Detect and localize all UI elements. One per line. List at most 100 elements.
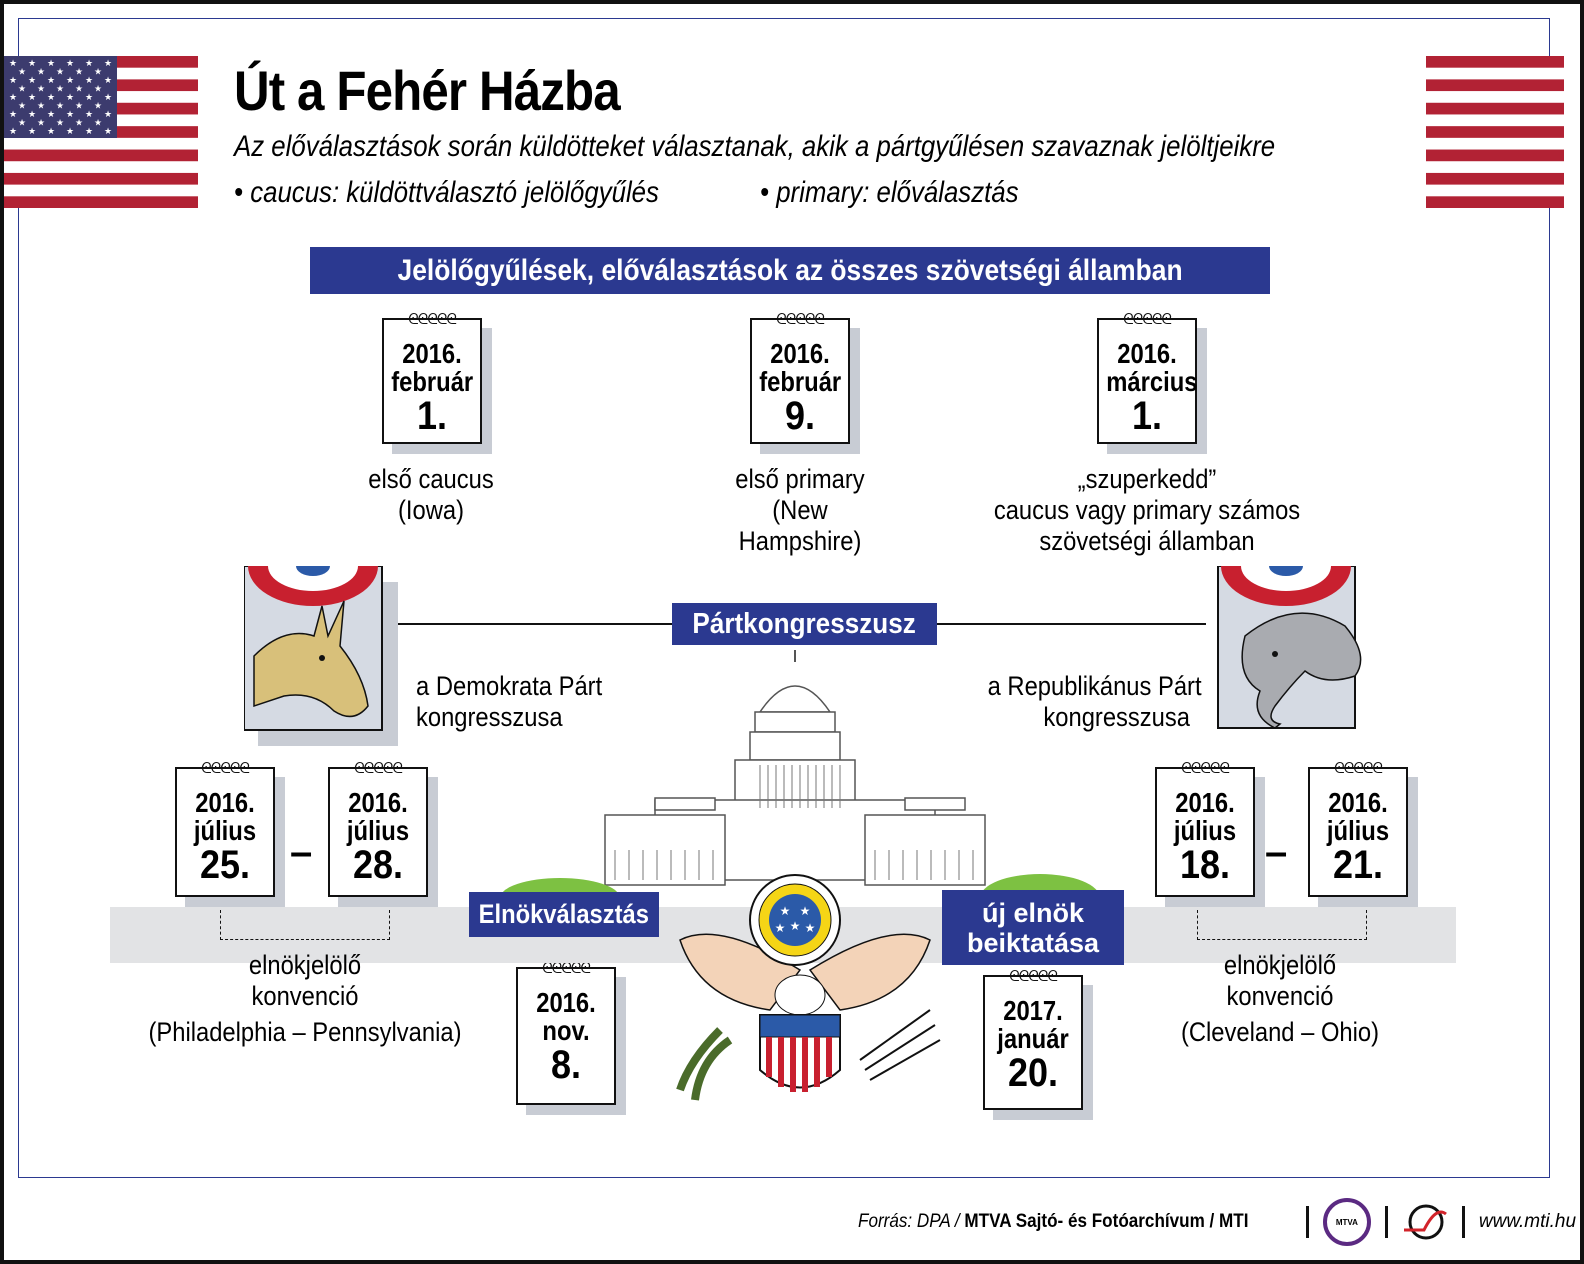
svg-text:★: ★ bbox=[47, 126, 55, 136]
svg-text:★: ★ bbox=[775, 921, 786, 935]
calendar-spiral-icon: ᘓᘓᘓᘓᘓ bbox=[408, 312, 457, 328]
svg-text:★: ★ bbox=[790, 919, 801, 933]
svg-text:★: ★ bbox=[47, 109, 55, 119]
svg-text:★: ★ bbox=[66, 109, 74, 119]
svg-text:★: ★ bbox=[75, 101, 83, 111]
calendar-day: 8. bbox=[550, 1043, 582, 1087]
svg-text:★: ★ bbox=[94, 118, 102, 128]
dem-convention-bracket bbox=[220, 910, 390, 940]
svg-text:★: ★ bbox=[104, 109, 112, 119]
svg-text:★: ★ bbox=[800, 904, 811, 918]
calendar-spiral-icon: ᘓᘓᘓᘓᘓ bbox=[776, 312, 825, 328]
calendar-month: nov. bbox=[542, 1015, 590, 1046]
svg-text:★: ★ bbox=[94, 84, 102, 94]
inner-frame bbox=[18, 18, 1550, 1178]
svg-text:★: ★ bbox=[47, 58, 55, 68]
svg-text:★: ★ bbox=[9, 109, 17, 119]
svg-text:★: ★ bbox=[9, 126, 17, 136]
calendar-spiral-icon: ᘓᘓᘓᘓᘓ bbox=[201, 761, 250, 777]
republican-elephant-icon bbox=[1217, 566, 1362, 729]
calendar-month: február bbox=[391, 366, 474, 397]
calendar-day: 20. bbox=[1007, 1051, 1059, 1095]
election-label: Elnökválasztás bbox=[469, 892, 659, 937]
svg-text:★: ★ bbox=[28, 92, 36, 102]
footer: Forrás: DPA / MTVA Sajtó- és Fotóarchívu… bbox=[858, 1198, 1576, 1246]
calendar-month: július bbox=[193, 815, 257, 846]
calendar-year: 2016. bbox=[1175, 787, 1235, 818]
svg-text:★: ★ bbox=[75, 84, 83, 94]
svg-text:★: ★ bbox=[37, 118, 45, 128]
us-flag-right-icon bbox=[1426, 56, 1564, 208]
calendar-spiral-icon: ᘓᘓᘓᘓᘓ bbox=[1123, 312, 1172, 328]
calendar-spiral-icon: ᘓᘓᘓᘓᘓ bbox=[1009, 969, 1058, 985]
great-seal-eagle-icon: ★★★★★ bbox=[676, 874, 941, 1101]
rep-dash: – bbox=[1265, 830, 1288, 874]
svg-text:★: ★ bbox=[47, 92, 55, 102]
svg-text:★: ★ bbox=[75, 67, 83, 77]
calendar-month: július bbox=[1173, 815, 1237, 846]
calendar-year: 2016. bbox=[770, 338, 830, 369]
dem-dash: – bbox=[290, 830, 313, 874]
calendar-spiral-icon: ᘓᘓᘓᘓᘓ bbox=[1334, 761, 1383, 777]
svg-text:★: ★ bbox=[28, 58, 36, 68]
svg-text:★: ★ bbox=[18, 101, 26, 111]
calendar-year: 2016. bbox=[195, 787, 255, 818]
mtva-logo: MTVA bbox=[1322, 1198, 1371, 1246]
calendar-day: 21. bbox=[1332, 843, 1384, 887]
svg-text:★: ★ bbox=[66, 58, 74, 68]
svg-text:★: ★ bbox=[75, 118, 83, 128]
definition-primary: • primary: előválasztás bbox=[760, 176, 1019, 209]
calendar-year: 2016. bbox=[348, 787, 408, 818]
source-text: Forrás: DPA / MTVA Sajtó- és Fotóarchívu… bbox=[858, 1211, 1249, 1232]
svg-text:★: ★ bbox=[18, 118, 26, 128]
calendar-month: január bbox=[997, 1023, 1069, 1054]
svg-text:★: ★ bbox=[9, 58, 17, 68]
primary-label-1: első caucus(Iowa) bbox=[368, 464, 494, 525]
mti-logo-icon bbox=[1403, 1204, 1447, 1240]
svg-text:★: ★ bbox=[37, 101, 45, 111]
calendar-day: 18. bbox=[1179, 843, 1231, 887]
svg-text:★: ★ bbox=[94, 101, 102, 111]
svg-text:★: ★ bbox=[66, 126, 74, 136]
svg-text:★: ★ bbox=[104, 58, 112, 68]
svg-text:★: ★ bbox=[28, 126, 36, 136]
svg-text:★: ★ bbox=[56, 84, 64, 94]
calendar-year: 2016. bbox=[1117, 338, 1177, 369]
svg-text:★: ★ bbox=[104, 126, 112, 136]
calendar-day: 25. bbox=[199, 843, 251, 887]
website-link[interactable]: www.mti.hu bbox=[1478, 1211, 1577, 1232]
calendar-month: július bbox=[346, 815, 410, 846]
svg-text:★: ★ bbox=[18, 67, 26, 77]
calendar-spiral-icon: ᘓᘓᘓᘓᘓ bbox=[1181, 761, 1230, 777]
svg-text:★: ★ bbox=[28, 75, 36, 85]
svg-text:★: ★ bbox=[56, 118, 64, 128]
calendar-month: február bbox=[759, 366, 842, 397]
svg-text:★: ★ bbox=[85, 126, 93, 136]
svg-text:★: ★ bbox=[9, 92, 17, 102]
svg-text:★: ★ bbox=[56, 101, 64, 111]
calendar-day: 1. bbox=[416, 394, 448, 438]
svg-text:★: ★ bbox=[85, 92, 93, 102]
calendar-day: 9. bbox=[784, 394, 816, 438]
svg-text:★: ★ bbox=[47, 75, 55, 85]
svg-text:★: ★ bbox=[85, 58, 93, 68]
calendar-spiral-icon: ᘓᘓᘓᘓᘓ bbox=[354, 761, 403, 777]
svg-text:★: ★ bbox=[85, 75, 93, 85]
subtitle: Az előválasztások során küldötteket vála… bbox=[234, 130, 1276, 163]
rep-convention-bracket bbox=[1197, 910, 1367, 940]
svg-text:★: ★ bbox=[85, 109, 93, 119]
calendar-year: 2017. bbox=[1003, 995, 1063, 1026]
